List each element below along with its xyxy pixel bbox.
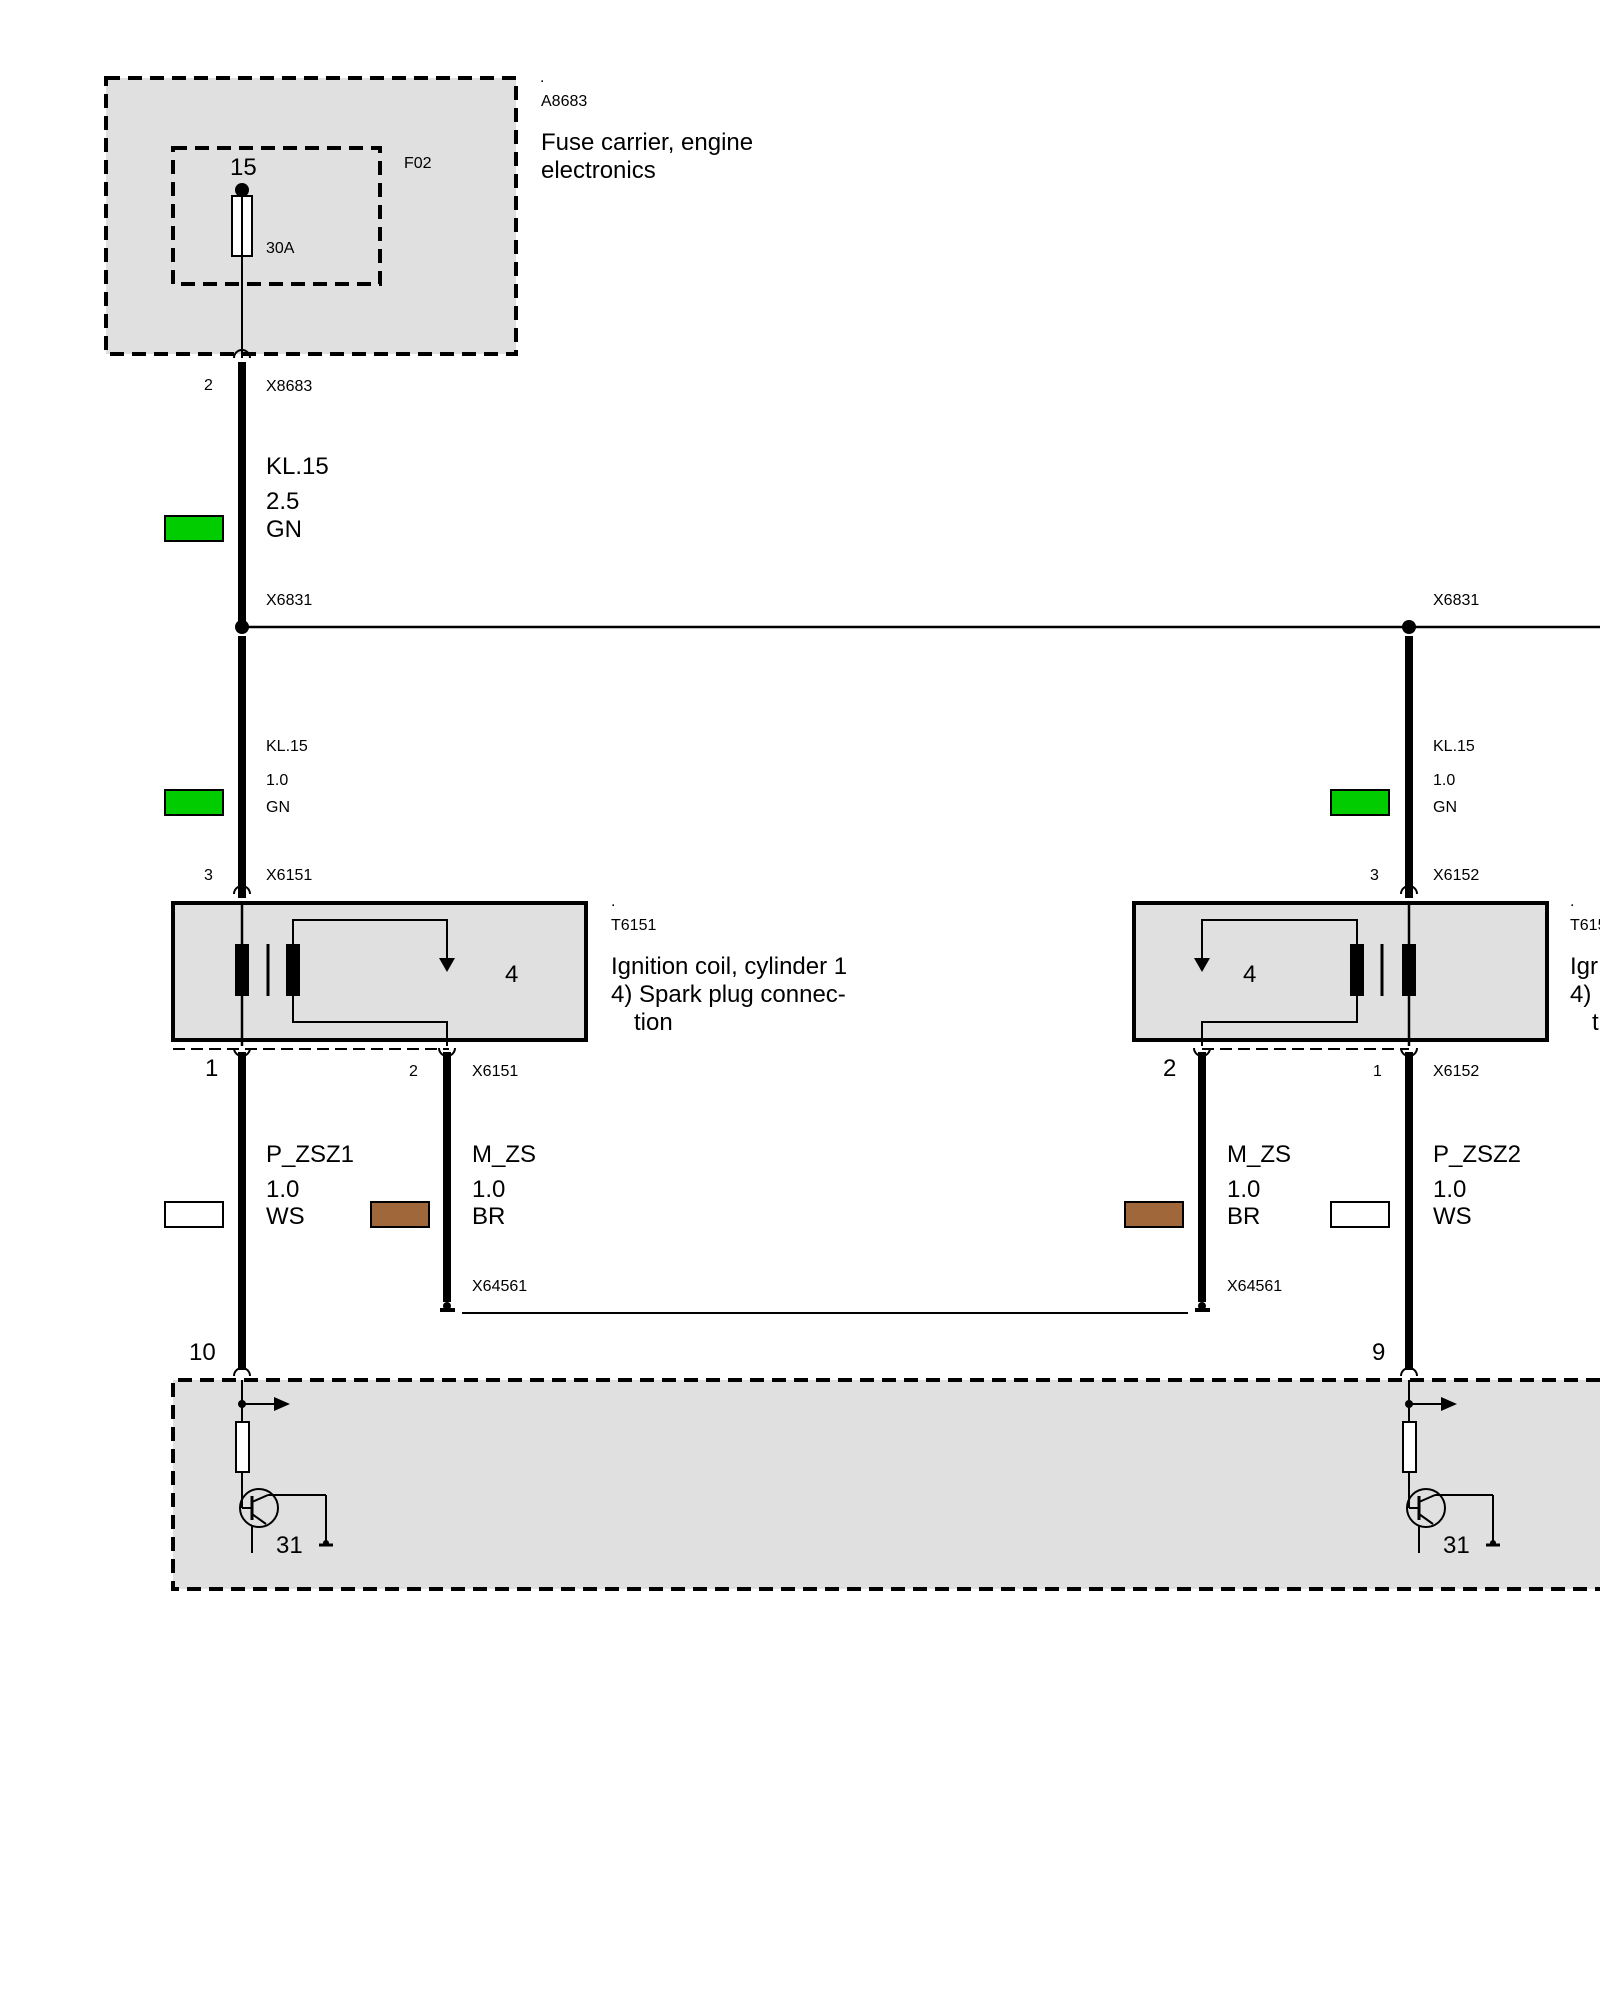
fuse-terminal-dot <box>235 183 249 197</box>
fuse-rating: 30A <box>266 240 295 257</box>
ground-left-dot <box>443 1302 451 1310</box>
branch-right-signal: KL.15 <box>1433 738 1475 755</box>
wire-m2-gauge: 1.0 <box>1227 1176 1260 1203</box>
fuse-carrier-id: A8683 <box>541 93 587 110</box>
ground-left-label: X64561 <box>472 1278 527 1295</box>
wire-p2-color-swatch <box>1330 1201 1390 1228</box>
splice-right-dot <box>1402 620 1416 634</box>
coil-1-return-path <box>292 996 448 1046</box>
wire-m2-signal: M_ZS <box>1227 1141 1291 1168</box>
fuse-carrier-dot: . <box>540 69 544 86</box>
ecu-left-driver-icon <box>235 1380 333 1553</box>
wire-p2-color: WS <box>1433 1203 1472 1230</box>
coil-1-id: T6151 <box>611 917 656 934</box>
coil-1-connector: X6151 <box>472 1063 518 1080</box>
wire-m1-color: BR <box>472 1203 505 1230</box>
coil-1-name-line3: tion <box>634 1009 673 1036</box>
wire-main-gauge: 2.5 <box>266 488 299 515</box>
ecu-right-connector-symbol <box>1400 1367 1418 1377</box>
ecu-right-driver-icon <box>1402 1380 1500 1553</box>
wire-p1-color: WS <box>266 1203 305 1230</box>
wire-p1-color-swatch <box>164 1201 224 1228</box>
coil-2-primary-winding-icon <box>1402 944 1416 996</box>
branch-right-gauge: 1.0 <box>1433 772 1455 789</box>
wire-m2-color: BR <box>1227 1203 1260 1230</box>
wire-m2-color-swatch <box>1124 1201 1184 1228</box>
wire-main-signal: KL.15 <box>266 453 329 480</box>
coil-2-secondary-winding-icon <box>1350 944 1364 996</box>
ecu-box-outline <box>171 1378 1600 1591</box>
branch-left-pin: 3 <box>204 867 213 884</box>
coil-1-arrow-icon <box>439 958 455 972</box>
ecu-pin-left: 10 <box>189 1339 216 1366</box>
ecu-box <box>173 1380 1600 1589</box>
wire-p2-gauge: 1.0 <box>1433 1176 1466 1203</box>
branch-left-color: GN <box>266 799 290 816</box>
fuse-box-id: F02 <box>404 155 432 172</box>
coil-2-hv-path <box>1201 919 1358 960</box>
coil-2-connector: X6152 <box>1433 1063 1479 1080</box>
coil-2-name-line3: t <box>1592 1009 1599 1036</box>
ground-right-dot <box>1198 1302 1206 1310</box>
ecu-pin-right: 9 <box>1372 1339 1385 1366</box>
branch-right-color-swatch <box>1330 789 1390 816</box>
coil-1-pin2: 2 <box>409 1063 418 1080</box>
wire-m1-signal: M_ZS <box>472 1141 536 1168</box>
ground-right-label: X64561 <box>1227 1278 1282 1295</box>
ignition-coil-2-box <box>1132 901 1549 1042</box>
wire-p1-signal: P_ZSZ1 <box>266 1141 354 1168</box>
coil-2-name-line1: Igr <box>1570 953 1598 980</box>
ecu-ground-left: 31 <box>276 1532 303 1559</box>
branch-right-pin: 3 <box>1370 867 1379 884</box>
coil-1-secondary-winding-icon <box>286 944 300 996</box>
wire-main-color-swatch <box>164 515 224 542</box>
fuse-terminal-label: 15 <box>230 154 257 181</box>
connector-x6151-top-symbol <box>233 885 251 895</box>
coil-2-pin2: 2 <box>1163 1055 1176 1082</box>
branch-left-gauge: 1.0 <box>266 772 288 789</box>
ecu-ground-right: 31 <box>1443 1532 1470 1559</box>
coil-2-return-path <box>1201 996 1358 1046</box>
coil-1-secondary-label: 4 <box>505 961 518 988</box>
fuse-carrier-box <box>106 78 516 354</box>
branch-right-color: GN <box>1433 799 1457 816</box>
coil-2-arrow-icon <box>1194 958 1210 972</box>
coil-2-secondary-label: 4 <box>1243 961 1256 988</box>
coil-1-name-line1: Ignition coil, cylinder 1 <box>611 953 847 980</box>
x8683-pin: 2 <box>204 377 213 394</box>
connector-x8683-symbol <box>233 349 251 359</box>
wire-m1-gauge: 1.0 <box>472 1176 505 1203</box>
coil-1-primary-winding-icon <box>235 944 249 996</box>
ecu-left-connector-symbol <box>233 1367 251 1377</box>
x8683-label: X8683 <box>266 378 312 395</box>
splice-left-dot <box>235 620 249 634</box>
fuse-carrier-name-line1: Fuse carrier, engine <box>541 129 753 156</box>
wire-m1-color-swatch <box>370 1201 430 1228</box>
branch-right-connector: X6152 <box>1433 867 1479 884</box>
coil-2-pin1: 1 <box>1373 1063 1382 1080</box>
branch-left-signal: KL.15 <box>266 738 308 755</box>
coil-1-pin1: 1 <box>205 1055 218 1082</box>
branch-left-connector: X6151 <box>266 867 312 884</box>
wire-main-color: GN <box>266 516 302 543</box>
branch-left-color-swatch <box>164 789 224 816</box>
splice-left-label: X6831 <box>266 592 312 609</box>
ignition-coil-1-box <box>171 901 588 1042</box>
coil-1-name-line2: 4) Spark plug connec- <box>611 981 846 1008</box>
coil-2-dot: . <box>1570 893 1574 910</box>
coil-2-name-line2: 4) <box>1570 981 1591 1008</box>
splice-right-label: X6831 <box>1433 592 1479 609</box>
coil-2-id: T615 <box>1570 917 1600 934</box>
wire-p2-signal: P_ZSZ2 <box>1433 1141 1521 1168</box>
coil-1-hv-path <box>292 919 448 960</box>
wire-p1-gauge: 1.0 <box>266 1176 299 1203</box>
connector-x6152-top-symbol <box>1400 885 1418 895</box>
fuse-box-f02-outline <box>171 146 382 286</box>
fuse-carrier-outline <box>104 76 518 356</box>
fuse-carrier-name-line2: electronics <box>541 157 656 184</box>
coil-1-dot: . <box>611 893 615 910</box>
